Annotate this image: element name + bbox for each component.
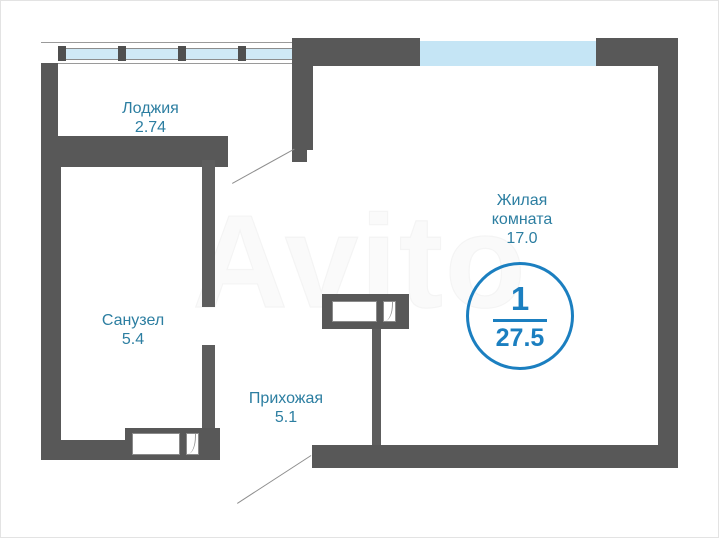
- room-label-living-room: Жилая комната 17.0: [452, 172, 592, 267]
- main-wall-left-upper: [292, 38, 313, 150]
- room-name-living-room: Жилая комната: [491, 192, 553, 228]
- room-area-bathroom: 5.4: [121, 331, 145, 348]
- loggia-mullion-2: [118, 46, 126, 61]
- bathroom-partition-upper: [202, 160, 215, 307]
- main-wall-bottom: [312, 445, 678, 468]
- loggia-door-leader-line: [232, 148, 295, 184]
- room-name-loggia: Лоджия: [122, 100, 179, 117]
- rooms-count: 1: [510, 279, 530, 317]
- bathroom-wall-left: [41, 160, 61, 460]
- niche-door-swing-icon: [383, 301, 396, 322]
- loggia-mullion-4: [238, 46, 246, 61]
- bathroom-door-swing-icon: [186, 433, 199, 455]
- loggia-wall-bottom-step: [190, 136, 228, 161]
- main-wall-left-notch: [292, 136, 307, 162]
- loggia-mullion-1: [58, 46, 66, 61]
- loggia-outer-guideline: [41, 42, 313, 43]
- entrance-door-leader-line: [237, 455, 312, 504]
- loggia-corner-white: [41, 46, 58, 63]
- loggia-inner-guideline: [58, 63, 313, 64]
- loggia-mullion-3: [178, 46, 186, 61]
- room-name-bathroom: Санузел: [101, 312, 165, 329]
- room-label-loggia: Лоджия 2.74: [83, 80, 218, 156]
- room-area-loggia: 2.74: [134, 119, 167, 136]
- main-wall-right: [658, 38, 678, 468]
- apartment-summary-badge: 1 27.5: [466, 262, 574, 370]
- room-label-bathroom: Санузел 5.4: [68, 292, 198, 368]
- room-label-hallway: Прихожая 5.1: [221, 370, 351, 446]
- badge-divider: [493, 318, 547, 322]
- total-area: 27.5: [495, 323, 545, 352]
- living-room-window: [420, 41, 596, 66]
- main-wall-top-left: [313, 38, 420, 66]
- bathtub-icon: [132, 433, 180, 455]
- hallway-partition-vertical: [372, 329, 381, 445]
- kitchen-counter-icon: [332, 301, 377, 322]
- room-area-living-room: 17.0: [506, 230, 538, 247]
- room-area-hallway: 5.1: [274, 409, 298, 426]
- room-name-hallway: Прихожая: [248, 390, 324, 407]
- loggia-wall-left: [41, 63, 58, 146]
- bathroom-partition-lower: [202, 345, 215, 441]
